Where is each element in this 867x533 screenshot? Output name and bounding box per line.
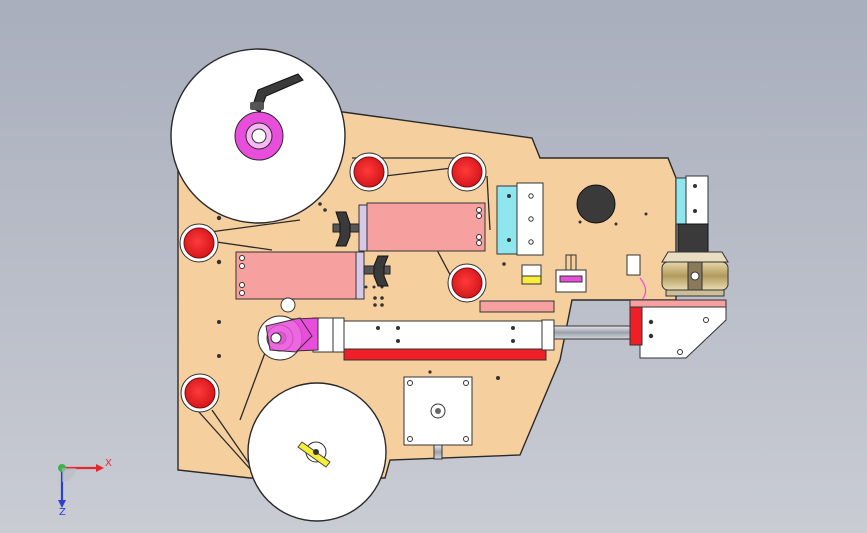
peel-plate[interactable]: [479, 300, 555, 313]
coordinate-triad: X Z: [58, 458, 112, 518]
label-sensor[interactable]: [555, 254, 587, 293]
guide-roller-3: [179, 223, 219, 263]
guide-roller-4: [447, 263, 487, 303]
plate-window-hole: [576, 184, 616, 224]
guide-roller-1: [349, 152, 389, 192]
star-knob-icon[interactable]: [297, 441, 331, 468]
clamp-lever-icon[interactable]: [250, 73, 304, 113]
guide-rollers[interactable]: [179, 152, 487, 413]
press-roller-arm[interactable]: [257, 315, 319, 361]
sensor-bracket[interactable]: [496, 182, 544, 285]
vertical-slide[interactable]: [675, 175, 709, 255]
rewind-reel[interactable]: [247, 382, 387, 522]
guide-roller-5: [180, 373, 220, 413]
guide-roller-2: [447, 152, 487, 192]
star-knob-icon[interactable]: [363, 255, 391, 287]
stepper-motor-icon[interactable]: [403, 376, 473, 460]
tension-block-upper[interactable]: [358, 202, 486, 252]
screw-holes: [216, 202, 648, 380]
reflector-disc: [280, 297, 296, 313]
star-knob-icon[interactable]: [332, 211, 360, 247]
applicator-head[interactable]: [629, 299, 727, 359]
applicator-cylinder[interactable]: [312, 317, 639, 361]
tension-block-lower[interactable]: [235, 251, 365, 300]
supply-reel[interactable]: [170, 48, 346, 224]
z-axis-label: Z: [59, 507, 66, 518]
x-axis-label: X: [105, 458, 112, 469]
drive-drum[interactable]: [661, 251, 729, 297]
proximity-sensor[interactable]: [626, 254, 647, 301]
